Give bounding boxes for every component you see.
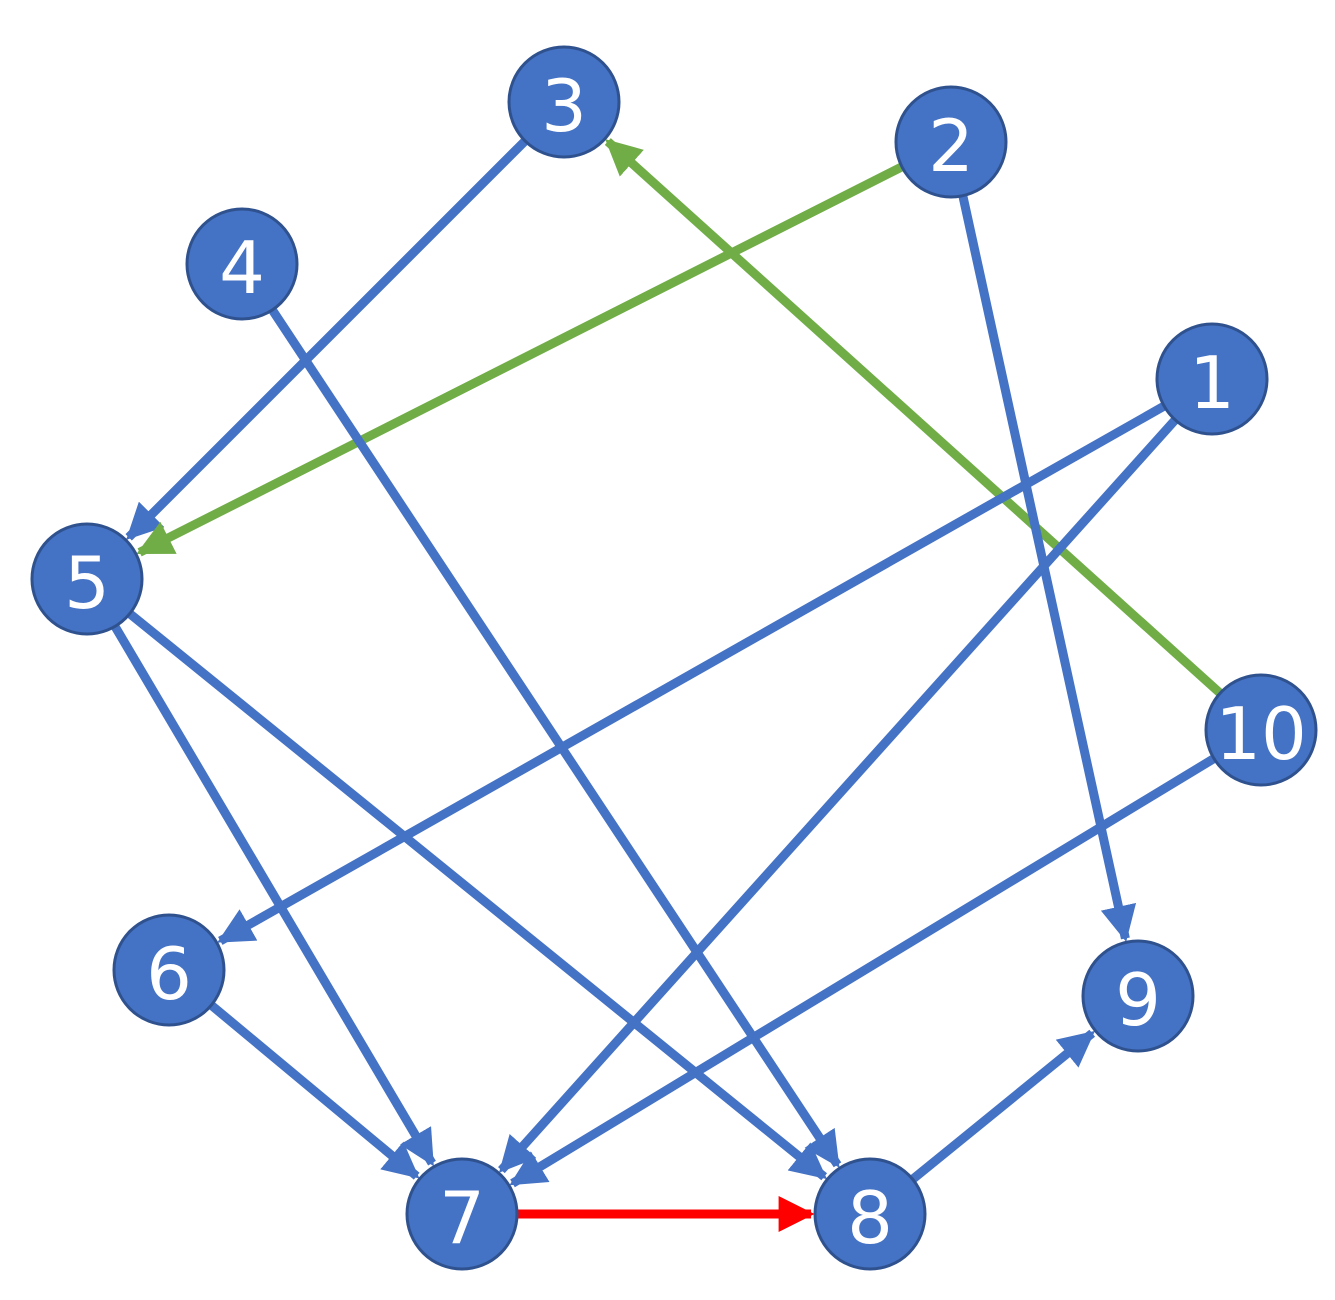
- edge-5-to-7: [111, 624, 436, 1167]
- node-6: 6: [112, 913, 226, 1027]
- node-circle-4: [185, 207, 299, 321]
- node-circle-1: [1155, 322, 1269, 436]
- edge-10-to-3: [604, 138, 1224, 697]
- node-label-8: 8: [847, 1176, 893, 1260]
- node-circle-9: [1081, 939, 1195, 1053]
- edge-6-to-7: [208, 1001, 420, 1180]
- nodes-layer: 1 2 3 4 5 6 7 8 9 10: [30, 45, 1318, 1271]
- node-circle-8: [813, 1157, 927, 1271]
- node-label-3: 3: [541, 64, 587, 148]
- node-circle-2: [894, 85, 1008, 199]
- node-9: 9: [1081, 939, 1195, 1053]
- node-8: 8: [813, 1157, 927, 1271]
- node-label-9: 9: [1115, 958, 1161, 1042]
- edge-10-to-7: [509, 754, 1217, 1188]
- node-circle-10: [1204, 673, 1318, 787]
- edge-1-to-6: [217, 402, 1167, 945]
- edge-1-to-7: [498, 416, 1179, 1174]
- node-2: 2: [894, 85, 1008, 199]
- node-5: 5: [30, 522, 144, 636]
- edge-5-to-8: [126, 610, 828, 1181]
- edge-4-to-8: [268, 307, 842, 1168]
- node-circle-7: [405, 1157, 519, 1271]
- node-label-7: 7: [439, 1176, 485, 1260]
- node-10: 10: [1204, 673, 1318, 787]
- node-3: 3: [507, 45, 621, 159]
- node-label-6: 6: [146, 932, 192, 1016]
- node-circle-5: [30, 522, 144, 636]
- node-circle-6: [112, 913, 226, 1027]
- node-1: 1: [1155, 322, 1269, 436]
- edge-3-to-5: [125, 137, 529, 541]
- node-label-5: 5: [64, 541, 110, 625]
- node-circle-3: [507, 45, 621, 159]
- node-label-4: 4: [219, 226, 265, 310]
- edge-2-to-5: [136, 162, 904, 557]
- node-label-1: 1: [1189, 341, 1235, 425]
- node-7: 7: [405, 1157, 519, 1271]
- node-4: 4: [185, 207, 299, 321]
- edge-8-to-9: [909, 1029, 1096, 1183]
- node-label-10: 10: [1215, 692, 1307, 776]
- edges-layer: [111, 137, 1224, 1232]
- node-label-2: 2: [928, 104, 974, 188]
